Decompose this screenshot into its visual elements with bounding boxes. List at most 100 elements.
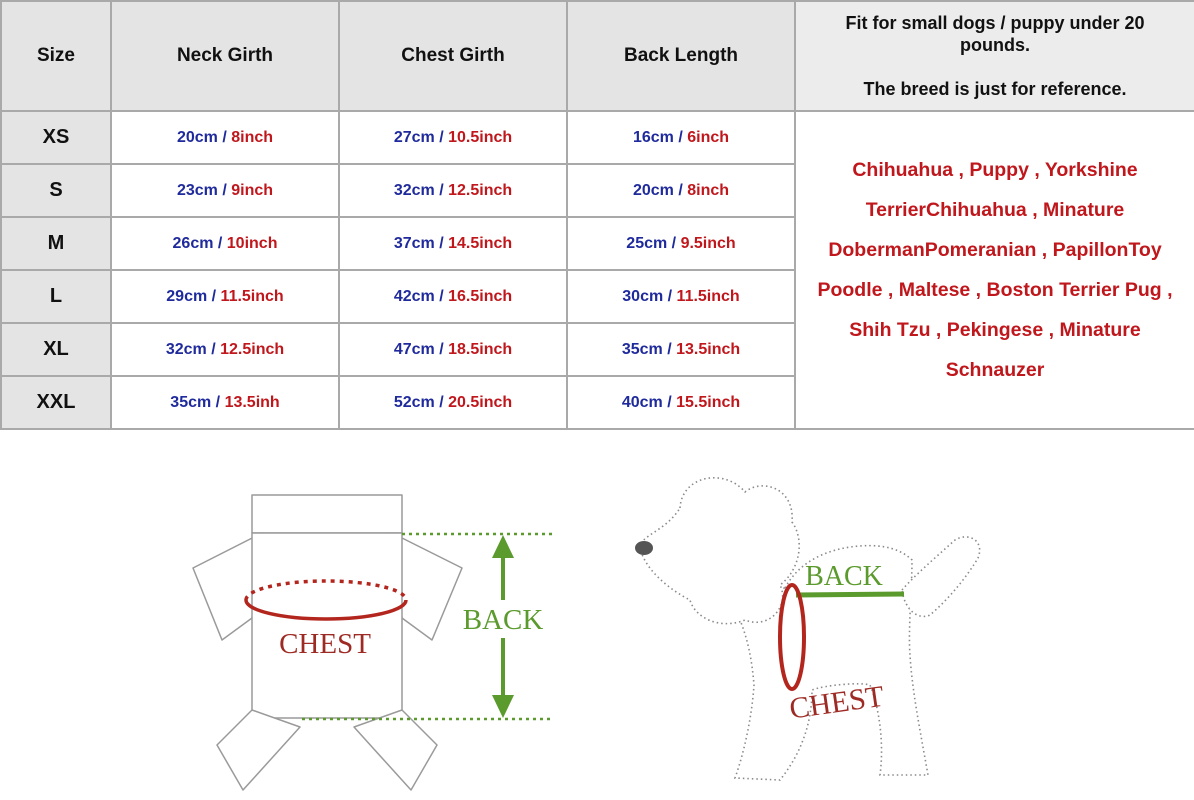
chest-cm: 52cm: [393, 393, 435, 411]
table-row: L 29cm / 11.5inch 42cm / 16.5inch 30cm /…: [0, 269, 1194, 324]
dog-tail: [901, 536, 981, 618]
chest-inch: 20.5inch: [448, 393, 513, 411]
back-cm: 16cm: [632, 128, 674, 146]
neck-girth-cell: 23cm / 9inch: [110, 163, 340, 218]
dog-nose-icon: [635, 541, 653, 555]
size-label: L: [0, 269, 112, 324]
separator: /: [667, 234, 681, 252]
neck-girth-cell: 35cm / 13.5inh: [110, 375, 340, 430]
back-cm: 30cm: [622, 287, 664, 305]
separator: /: [673, 128, 688, 146]
back-inch: 6inch: [687, 128, 730, 146]
neck-inch: 8inch: [231, 128, 274, 146]
shirt-body: [251, 532, 403, 719]
chest-inch: 16.5inch: [448, 287, 513, 305]
chest-girth-cell: 27cm / 10.5inch: [338, 110, 568, 165]
neck-girth-cell: 20cm / 8inch: [110, 110, 340, 165]
dog-silhouette-illustration: [639, 477, 981, 781]
back-inch: 15.5inch: [676, 393, 741, 411]
separator: /: [207, 287, 221, 305]
separator: /: [673, 181, 688, 199]
table-row: S 23cm / 9inch 32cm / 12.5inch 20cm / 8i…: [0, 163, 1194, 218]
dog-back-label: BACK: [805, 561, 883, 592]
chest-cm: 47cm: [393, 340, 435, 358]
separator: /: [662, 340, 677, 358]
shirt-right-leg: [353, 709, 438, 791]
chest-cm: 27cm: [393, 128, 435, 146]
chest-girth-cell: 32cm / 12.5inch: [338, 163, 568, 218]
dog-back-measure: [795, 591, 905, 598]
table-row: XL 32cm / 12.5inch 47cm / 18.5inch 35cm …: [0, 322, 1194, 377]
separator: /: [434, 181, 449, 199]
separator: /: [434, 128, 449, 146]
chest-inch: 10.5inch: [448, 128, 513, 146]
fit-note-line1: Fit for small dogs / puppy under 20 poun…: [845, 13, 1145, 55]
size-label: S: [0, 163, 112, 218]
separator: /: [434, 393, 449, 411]
back-inch: 13.5inch: [676, 340, 741, 358]
separator: /: [434, 287, 449, 305]
size-chart-table: Size Neck Girth Chest Girth Back Length …: [0, 0, 1194, 430]
back-length-cell: 40cm / 15.5inch: [566, 375, 796, 430]
separator: /: [217, 181, 232, 199]
chest-girth-cell: 42cm / 16.5inch: [338, 269, 568, 324]
back-inch: 8inch: [687, 181, 730, 199]
back-cm: 40cm: [621, 393, 663, 411]
header-fit-note: Fit for small dogs / puppy under 20 poun…: [794, 0, 1194, 112]
neck-inch: 13.5inh: [224, 393, 280, 411]
separator: /: [434, 340, 449, 358]
back-cm: 20cm: [632, 181, 674, 199]
table-header-row: Size Neck Girth Chest Girth Back Length …: [0, 0, 1194, 112]
shirt-chest-label: CHEST: [279, 628, 371, 660]
arrow-up-icon: [492, 535, 514, 558]
separator: /: [211, 393, 225, 411]
header-back-length: Back Length: [566, 0, 796, 112]
neck-inch: 12.5inch: [220, 340, 285, 358]
chest-ring-front: [244, 599, 408, 621]
back-length-cell: 25cm / 9.5inch: [566, 216, 796, 271]
back-inch: 9.5inch: [680, 234, 736, 252]
neck-cm: 23cm: [176, 181, 218, 199]
arrow-down-icon: [492, 695, 514, 718]
shirt-back-measure: [302, 532, 552, 721]
back-length-cell: 16cm / 6inch: [566, 110, 796, 165]
chest-inch: 12.5inch: [448, 181, 513, 199]
back-length-cell: 35cm / 13.5inch: [566, 322, 796, 377]
neck-cm: 32cm: [165, 340, 207, 358]
shirt-back-label: BACK: [463, 604, 544, 636]
separator: /: [663, 287, 677, 305]
chest-ring-back: [244, 579, 408, 601]
separator: /: [213, 234, 227, 252]
size-label: XL: [0, 322, 112, 377]
dog-shirt-illustration: [192, 494, 463, 791]
back-length-cell: 20cm / 8inch: [566, 163, 796, 218]
chest-girth-cell: 47cm / 18.5inch: [338, 322, 568, 377]
fit-note-line2: The breed is just for reference.: [863, 79, 1127, 99]
separator: /: [217, 128, 232, 146]
header-size: Size: [0, 0, 112, 112]
separator: /: [206, 340, 221, 358]
back-cm: 35cm: [621, 340, 663, 358]
shirt-left-leg: [216, 709, 301, 791]
neck-girth-cell: 32cm / 12.5inch: [110, 322, 340, 377]
header-chest-girth: Chest Girth: [338, 0, 568, 112]
neck-cm: 20cm: [176, 128, 218, 146]
chest-cm: 42cm: [393, 287, 435, 305]
dog-chest-ring: [778, 583, 806, 691]
chest-inch: 18.5inch: [448, 340, 513, 358]
size-label: XS: [0, 110, 112, 165]
size-label: M: [0, 216, 112, 271]
neck-inch: 11.5inch: [220, 287, 284, 305]
back-inch: 11.5inch: [676, 287, 740, 305]
chest-inch: 14.5inch: [448, 234, 513, 252]
table-row: M 26cm / 10inch 37cm / 14.5inch 25cm / 9…: [0, 216, 1194, 271]
dog-head: [639, 477, 800, 625]
neck-girth-cell: 29cm / 11.5inch: [110, 269, 340, 324]
back-cm: 25cm: [626, 234, 668, 252]
breed-list: Chihuahua , Puppy , Yorkshine TerrierChi…: [794, 110, 1194, 430]
separator: /: [434, 234, 449, 252]
shirt-chest-ring: [244, 579, 408, 621]
neck-cm: 26cm: [172, 234, 214, 252]
chest-cm: 37cm: [393, 234, 435, 252]
header-neck-girth: Neck Girth: [110, 0, 340, 112]
